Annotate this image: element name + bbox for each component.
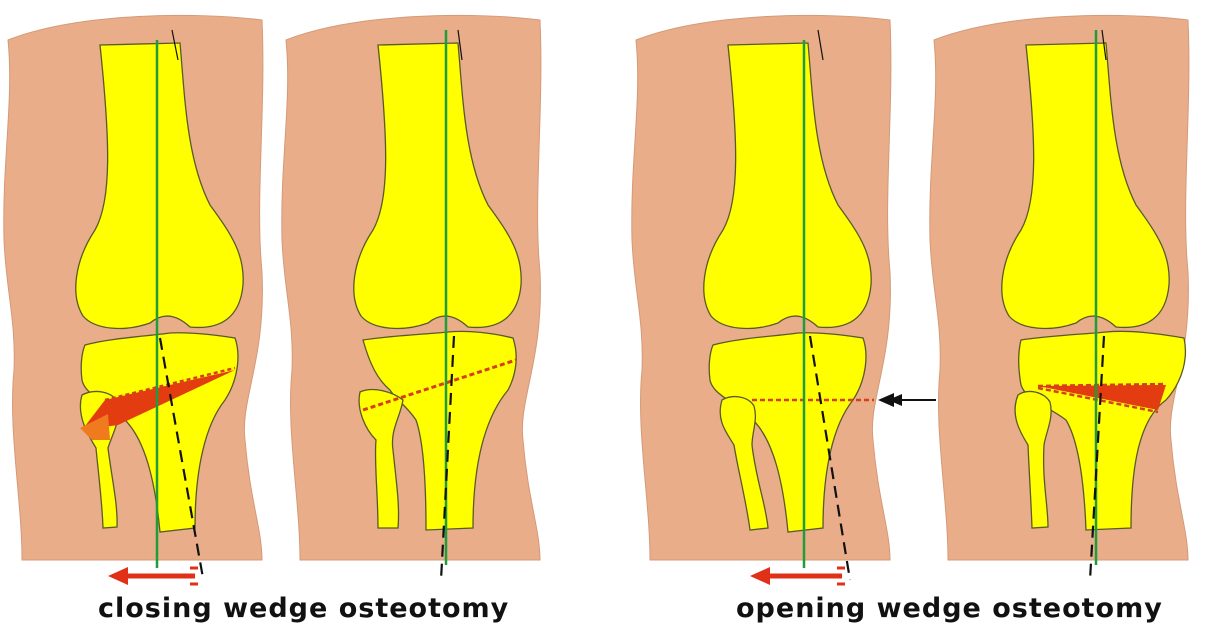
- panel-opening-before: [632, 15, 936, 585]
- caption-closing-wedge: closing wedge osteotomy: [98, 592, 509, 626]
- correction-arrow-icon: [750, 567, 845, 585]
- panel-opening-after: [930, 15, 1189, 580]
- cut-direction-arrow-icon: [878, 393, 936, 407]
- panel-closing-before: [4, 15, 263, 585]
- correction-arrow-icon: [108, 567, 198, 585]
- panel-closing-after: [282, 15, 541, 580]
- caption-opening-wedge: opening wedge osteotomy: [736, 592, 1163, 626]
